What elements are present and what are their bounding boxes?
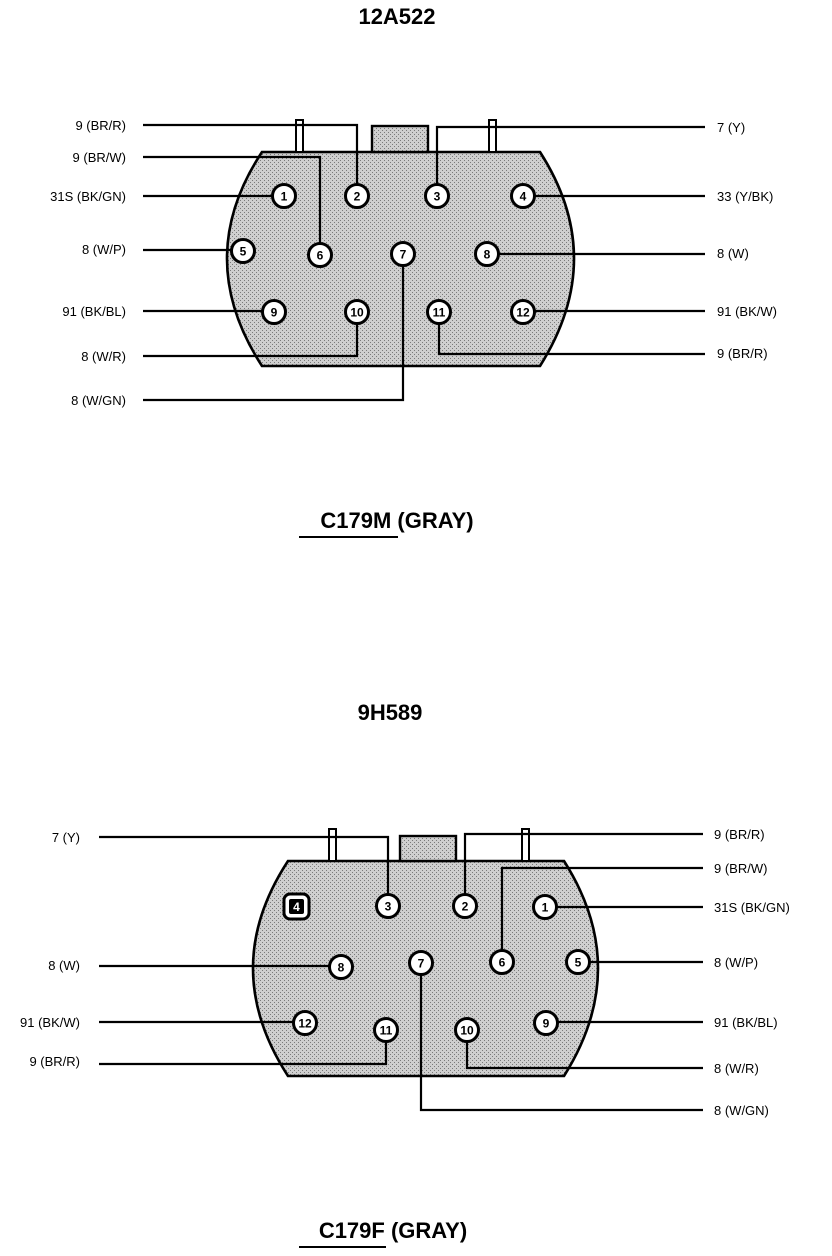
- wire-label-top-pin-9: 91 (BK/BL): [62, 304, 126, 319]
- wire-label-bottom-pin-11: 9 (BR/R): [29, 1054, 80, 1069]
- pin-bottom-6: 6: [489, 949, 515, 975]
- wire-top-pin-10: [143, 312, 359, 358]
- pin-top-2: 2: [344, 183, 370, 209]
- svg-text:9: 9: [543, 1017, 550, 1031]
- wire-top-pin-6: [143, 155, 322, 255]
- wire-bottom-pin-3: [99, 835, 390, 906]
- pin-top-10: 10: [344, 299, 370, 325]
- wire-top-pin-2: [143, 123, 359, 196]
- wire-label-bottom-pin-3: 7 (Y): [52, 830, 80, 845]
- wire-label-top-pin-1: 31S (BK/GN): [50, 189, 126, 204]
- pin-bottom-3: 3: [375, 893, 401, 919]
- svg-text:11: 11: [380, 1024, 393, 1038]
- locking-tab-top: [370, 124, 430, 154]
- svg-text:10: 10: [460, 1024, 474, 1038]
- svg-text:12: 12: [516, 306, 530, 320]
- wire-label-bottom-pin-8: 8 (W): [48, 958, 80, 973]
- pin-bottom-9: 9: [533, 1010, 559, 1036]
- svg-text:6: 6: [317, 249, 324, 263]
- pin-bottom-7: 7: [408, 950, 434, 976]
- svg-text:7: 7: [400, 248, 407, 262]
- alignment-post-bottom-left: [328, 828, 337, 862]
- pin-bottom-5: 5: [565, 949, 591, 975]
- wire-label-bottom-pin-1: 31S (BK/GN): [714, 900, 790, 915]
- wire-bottom-pin-6: [500, 866, 703, 962]
- svg-text:3: 3: [385, 900, 392, 914]
- svg-text:9: 9: [271, 306, 278, 320]
- svg-text:4: 4: [293, 900, 300, 914]
- pin-top-11: 11: [426, 299, 452, 325]
- pin-top-9: 9: [261, 299, 287, 325]
- wire-label-top-pin-7: 8 (W/GN): [71, 393, 126, 408]
- pin-bottom-12: 12: [292, 1010, 318, 1036]
- pin-bottom-10: 10: [454, 1017, 480, 1043]
- svg-text:2: 2: [354, 190, 361, 204]
- wire-label-top-pin-11: 9 (BR/R): [717, 346, 768, 361]
- svg-text:1: 1: [281, 190, 288, 204]
- svg-text:6: 6: [499, 956, 506, 970]
- svg-text:8: 8: [338, 961, 345, 975]
- wire-label-top-pin-10: 8 (W/R): [81, 349, 126, 364]
- pin-top-3: 3: [424, 183, 450, 209]
- connector-bottom: 9H589 4 3 2 1 8 7 6 5 12 11 10 9 7 (Y): [20, 700, 790, 1248]
- pin-bottom-1: 1: [532, 894, 558, 920]
- svg-text:4: 4: [520, 190, 527, 204]
- alignment-post-top-right: [488, 119, 497, 153]
- wire-label-top-pin-6: 9 (BR/W): [73, 150, 126, 165]
- svg-text:12: 12: [298, 1017, 312, 1031]
- part-number-top: 12A522: [358, 4, 435, 29]
- svg-text:11: 11: [433, 306, 446, 320]
- pin-bottom-4: 4: [282, 892, 311, 921]
- pin-top-4: 4: [510, 183, 536, 209]
- wire-bottom-pin-2: [463, 832, 703, 906]
- wire-label-bottom-pin-2: 9 (BR/R): [714, 827, 765, 842]
- alignment-post-bottom-right: [521, 828, 530, 862]
- wire-label-top-pin-4: 33 (Y/BK): [717, 189, 773, 204]
- svg-text:3: 3: [434, 190, 441, 204]
- svg-text:5: 5: [575, 956, 582, 970]
- wire-label-top-pin-2: 9 (BR/R): [75, 118, 126, 133]
- pin-top-12: 12: [510, 299, 536, 325]
- connector-caption-bottom: C179F (GRAY): [319, 1218, 467, 1243]
- wire-top-pin-11: [437, 312, 705, 356]
- svg-text:5: 5: [240, 245, 247, 259]
- pin-top-7: 7: [390, 241, 416, 267]
- wire-label-bottom-pin-9: 91 (BK/BL): [714, 1015, 778, 1030]
- wire-label-bottom-pin-12: 91 (BK/W): [20, 1015, 80, 1030]
- wire-label-top-pin-12: 91 (BK/W): [717, 304, 777, 319]
- pin-top-5: 5: [230, 238, 256, 264]
- svg-text:1: 1: [542, 901, 549, 915]
- locking-tab-bottom: [398, 834, 458, 863]
- pin-top-6: 6: [307, 242, 333, 268]
- wire-label-bottom-pin-6: 9 (BR/W): [714, 861, 767, 876]
- alignment-post-top-left: [295, 119, 304, 153]
- pin-bottom-11: 11: [373, 1017, 399, 1043]
- pin-top-8: 8: [474, 241, 500, 267]
- svg-text:10: 10: [350, 306, 364, 320]
- connector-caption-top: C179M (GRAY): [320, 508, 473, 533]
- wire-label-top-pin-5: 8 (W/P): [82, 242, 126, 257]
- pin-top-1: 1: [271, 183, 297, 209]
- svg-text:2: 2: [462, 900, 469, 914]
- wire-label-top-pin-8: 8 (W): [717, 246, 749, 261]
- pin-bottom-2: 2: [452, 893, 478, 919]
- wire-top-pin-3: [435, 125, 705, 196]
- wire-label-top-pin-3: 7 (Y): [717, 120, 745, 135]
- svg-text:7: 7: [418, 957, 425, 971]
- connector-top: 12A522 1 2 3 4 5 6 7 8 9 10 11 12: [50, 4, 777, 538]
- part-number-bottom: 9H589: [358, 700, 423, 725]
- wire-label-bottom-pin-7: 8 (W/GN): [714, 1103, 769, 1118]
- pin-bottom-8: 8: [328, 954, 354, 980]
- wire-label-bottom-pin-10: 8 (W/R): [714, 1061, 759, 1076]
- wire-top-pin-7: [143, 254, 405, 402]
- svg-text:8: 8: [484, 248, 491, 262]
- wire-bottom-pin-7: [419, 963, 703, 1112]
- wire-label-bottom-pin-5: 8 (W/P): [714, 955, 758, 970]
